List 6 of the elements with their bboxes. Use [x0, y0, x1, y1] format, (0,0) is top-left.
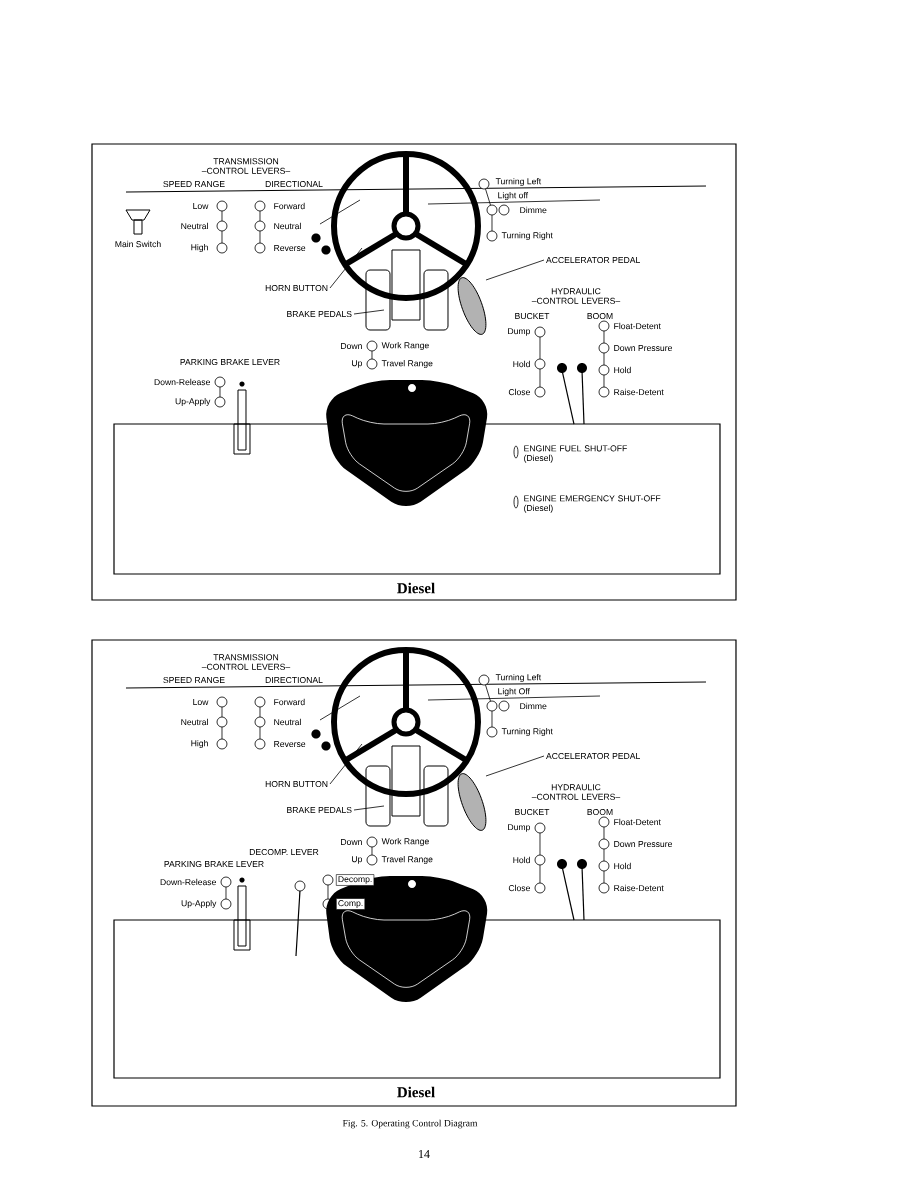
leader-line: [353, 805, 385, 811]
leader-line: [329, 743, 363, 785]
leader-line: [485, 259, 545, 281]
leader-line: [485, 755, 545, 777]
leader-line: [353, 309, 385, 315]
leader-line: [329, 247, 363, 289]
